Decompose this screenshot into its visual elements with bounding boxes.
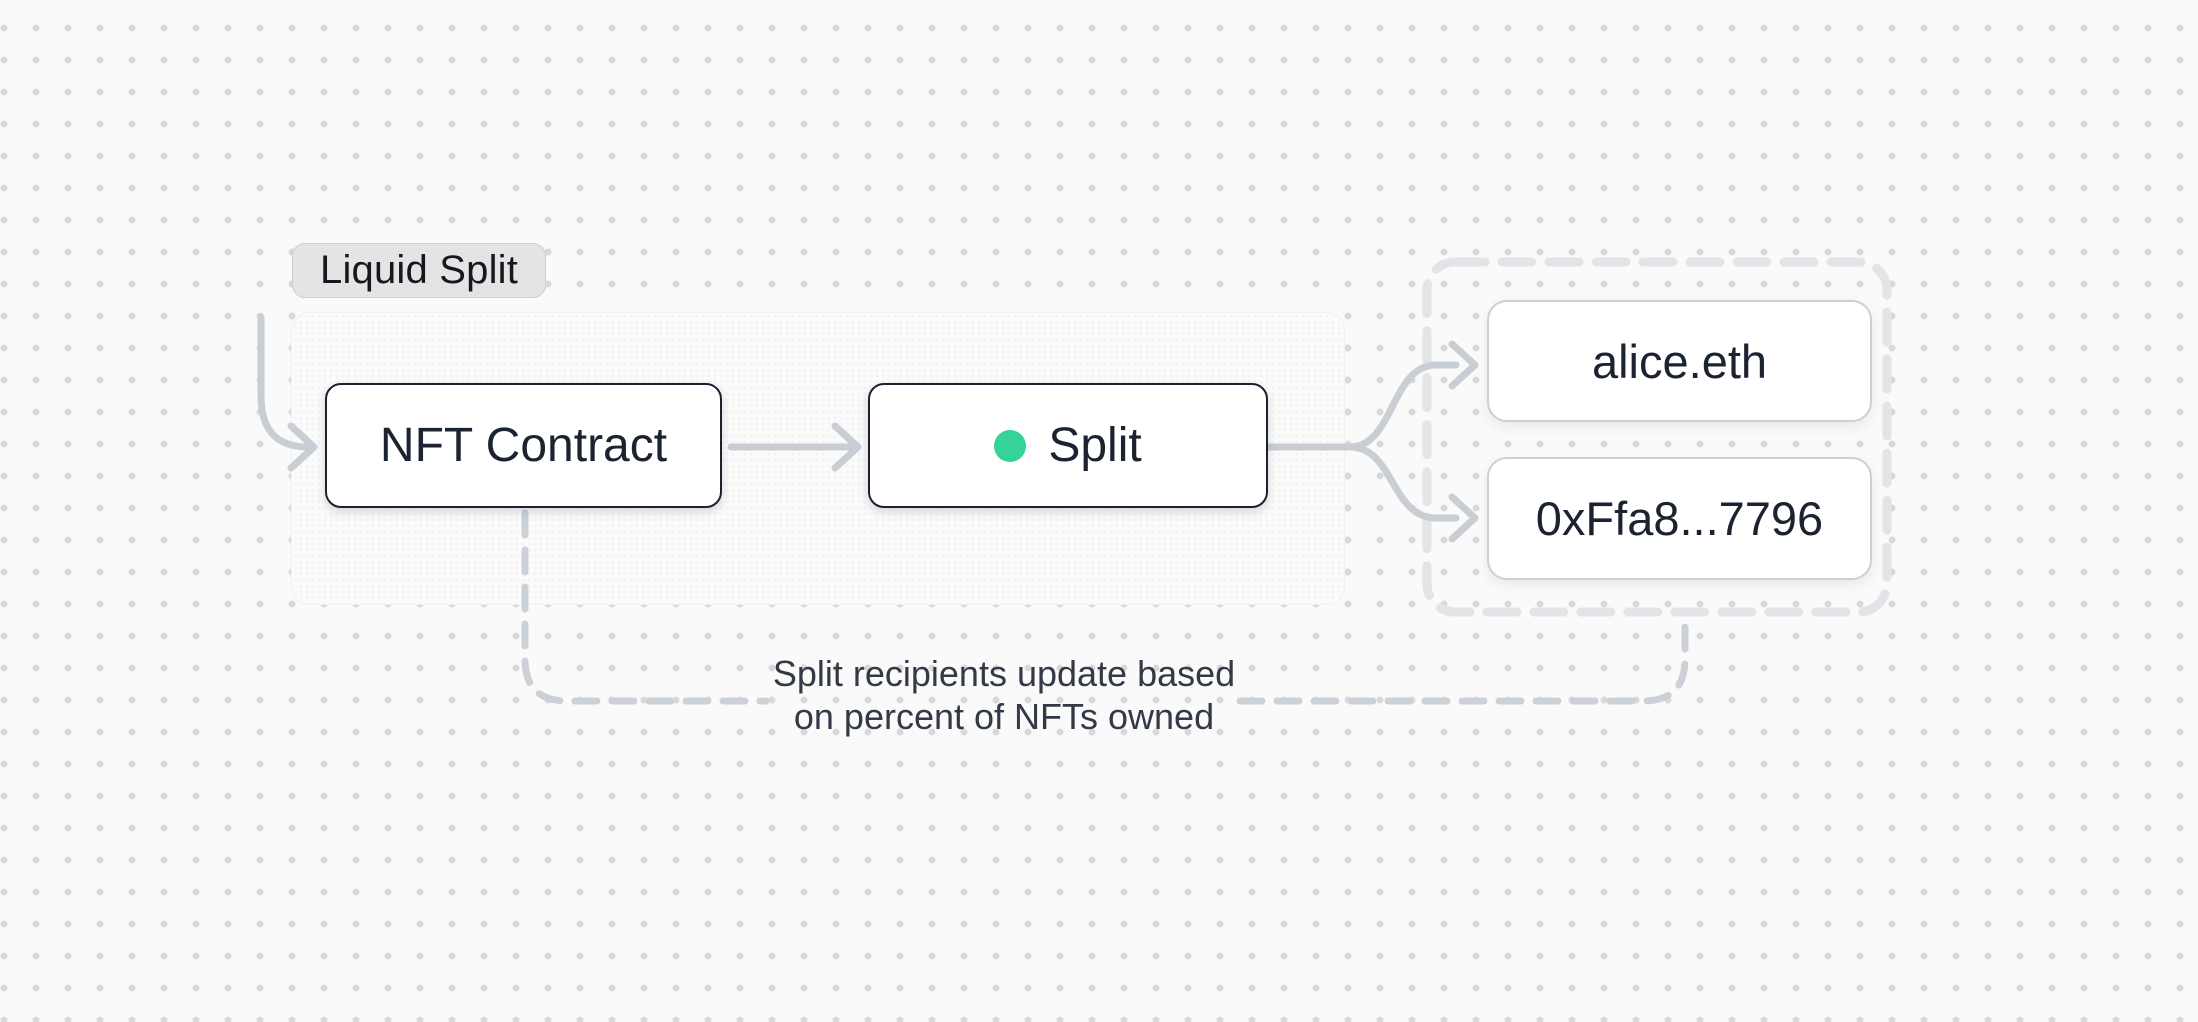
recipients-group-outline [1422,257,1892,617]
edge-note-label: Split recipients update based on percent… [773,652,1235,738]
node-recipient-address[interactable]: 0xFfa8...7796 [1487,457,1872,580]
split-label: Split [1048,419,1142,472]
edge-note-line-1: Split recipients update based [772,653,1236,694]
edge-input-arrowhead-icon [287,422,318,472]
edge-feedback-right [1236,613,1689,705]
edge-nft-to-split-arrowhead-icon [831,422,862,472]
edge-split-to-alice-arrowhead-icon [1448,340,1479,390]
edge-note-line-2: on percent of NFTs owned [793,696,1215,737]
node-recipient-alice[interactable]: alice.eth [1487,300,1872,422]
node-split[interactable]: Split [868,383,1268,508]
edge-split-to-address-arrowhead-icon [1448,493,1479,543]
nft-contract-label: NFT Contract [379,419,668,472]
edge-split-to-alice [1346,361,1460,451]
recipient-address-label: 0xFfa8...7796 [1535,492,1824,545]
liquid-split-badge: Liquid Split [292,243,547,298]
split-status-dot-icon [994,429,1027,462]
edge-feedback-left [521,509,770,705]
edge-input [257,313,312,451]
node-nft-contract[interactable]: NFT Contract [325,383,722,508]
liquid-split-badge-label: Liquid Split [320,248,519,292]
edge-split-to-address [1346,443,1460,522]
recipient-alice-label: alice.eth [1591,334,1768,388]
